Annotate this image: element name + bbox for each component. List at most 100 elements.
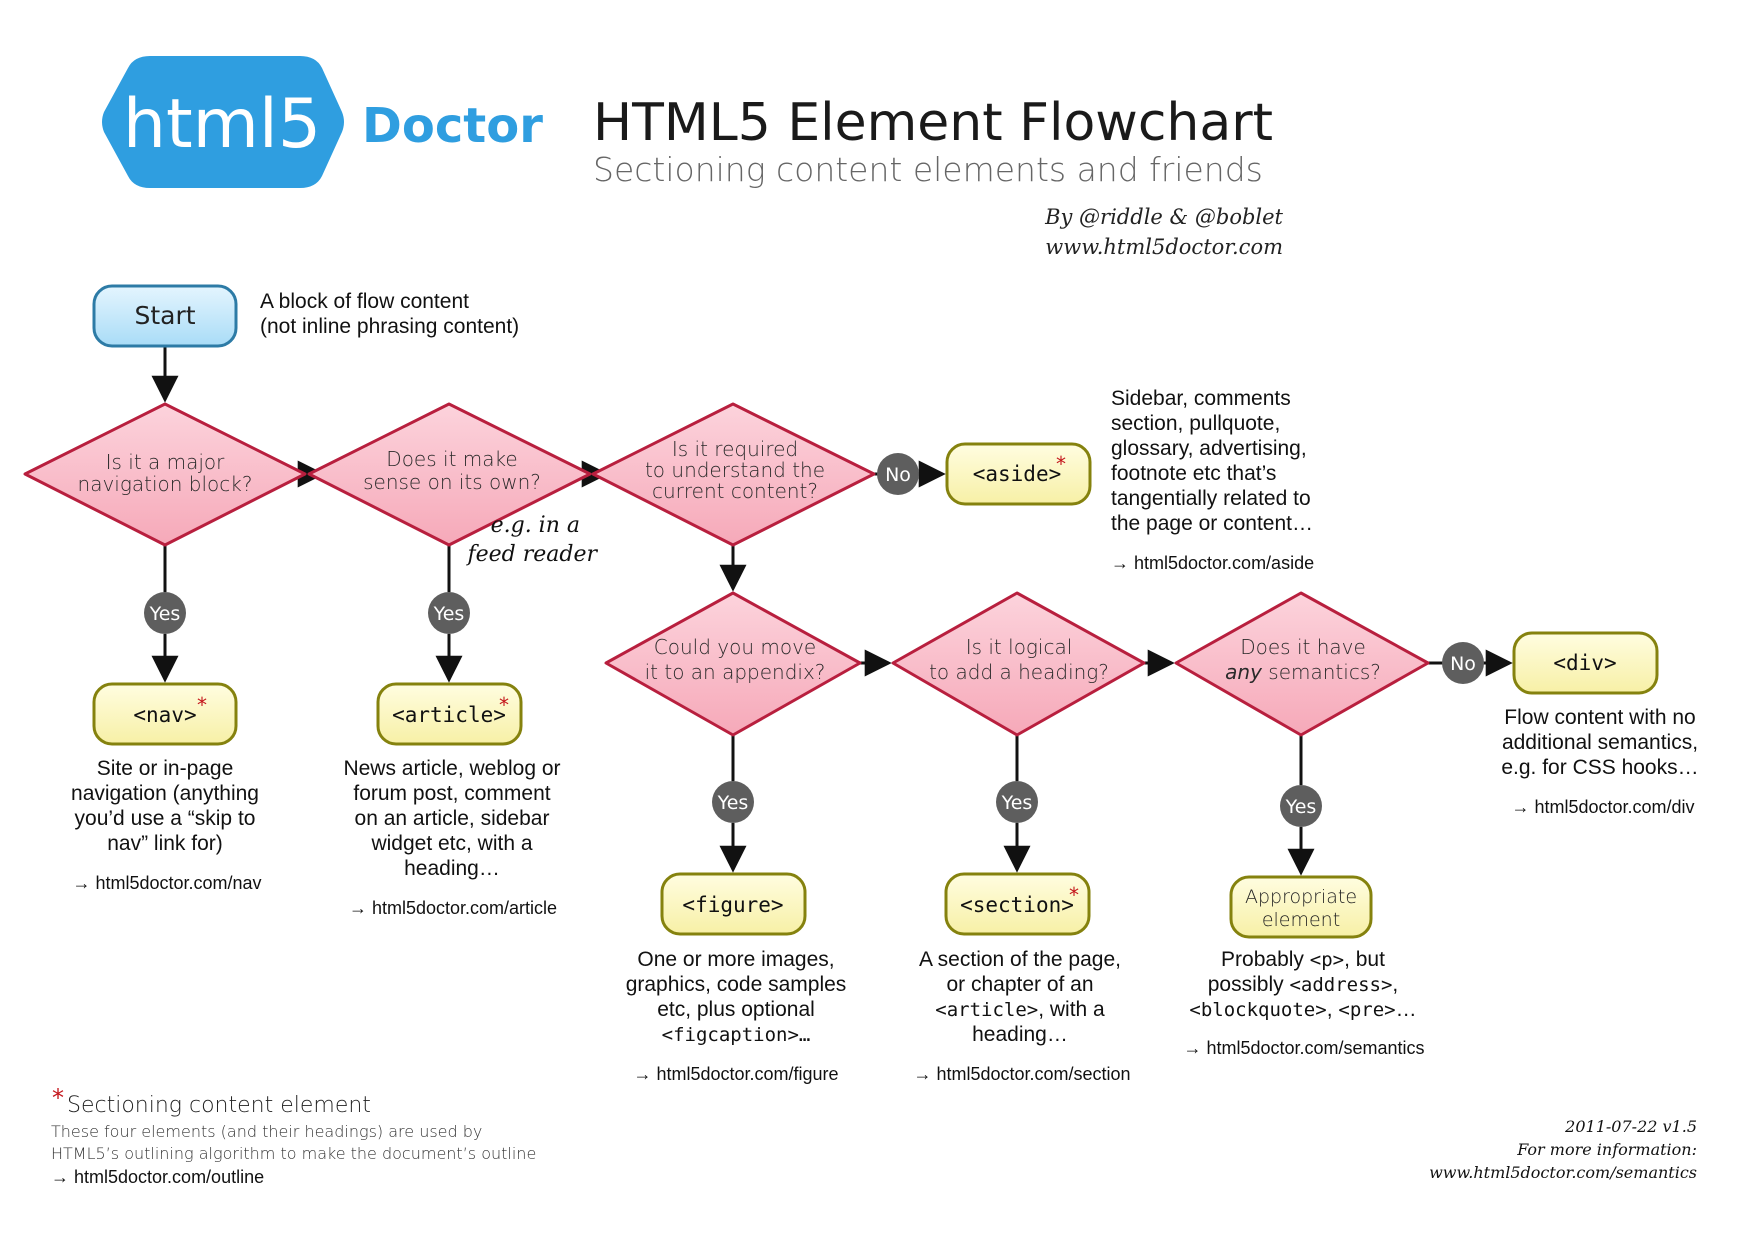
decision-aside-line1: Is it required [672,437,798,461]
appropriate-desc2-code: <address> [1289,974,1392,996]
logo-word: Doctor [362,98,543,154]
logo[interactable]: html5 Doctor [102,56,543,188]
aside-desc-line5: tangentially related to [1111,487,1311,510]
element-article[interactable]: <article> * [376,682,523,746]
start-node[interactable]: Start [92,284,238,348]
article-desc-line4: widget etc, with a [370,832,532,855]
article-description: News article, weblog or forum post, comm… [343,757,560,880]
badges: Yes Yes No Yes Yes Yes No [144,453,1484,827]
section-desc-line2: or chapter of an [946,973,1093,996]
logo-badge-shape [102,56,344,188]
yes-badge-nav: Yes [144,592,186,634]
no-badge-div-circle [1442,642,1484,684]
yes-badge-section-label: Yes [1001,792,1033,814]
decision-aside-line2: to understand the [645,458,825,482]
section-desc-line3: <article>, with a [935,998,1105,1021]
div-description: Flow content with no additional semantic… [1501,706,1698,779]
element-nav[interactable]: <nav> * [92,682,238,746]
section-desc-line4: heading… [972,1023,1068,1046]
aside-link[interactable]: → html5doctor.com/aside [1111,553,1314,573]
div-desc-line3: e.g. for CSS hooks… [1501,756,1698,779]
page-title: HTML5 Element Flowchart [593,93,1273,153]
element-section-box [944,872,1091,936]
byline: By @riddle & @boblet [1044,205,1283,229]
legend-line2: HTML5’s outlining algorithm to make the … [51,1144,536,1163]
yes-badge-article-circle [428,592,470,634]
appropriate-desc3-mid: , [1327,998,1339,1021]
article-desc-line1: News article, weblog or [343,757,560,780]
nav-link[interactable]: → html5doctor.com/nav [72,873,261,893]
footer-url[interactable]: www.html5doctor.com/semantics [1429,1163,1697,1182]
article-link[interactable]: → html5doctor.com/article [349,898,557,918]
article-desc-line2: forum post, comment [353,782,550,805]
footer-more: For more information: [1516,1140,1697,1159]
element-section-label: <section> [960,893,1074,917]
decision-figure-line1: Could you move [654,635,816,659]
legend-title: Sectioning content element [67,1093,371,1118]
decision-article: Does it make sense on its own? [307,402,592,547]
element-figure-box [660,872,807,936]
no-badge-aside-label: No [885,464,911,486]
footer: 2011-07-22 v1.5 For more information: [1516,1117,1697,1159]
element-figure[interactable]: <figure> [660,872,807,936]
element-aside[interactable]: <aside> * [945,442,1092,506]
byline-url[interactable]: www.html5doctor.com [1045,235,1283,259]
appropriate-desc-line2: possibly <address>, [1208,973,1399,996]
element-aside-box [945,442,1092,506]
appropriate-link[interactable]: → html5doctor.com/semantics [1183,1038,1424,1058]
aside-desc-line3: glossary, advertising, [1111,437,1307,460]
appropriate-desc3-post: … [1396,998,1417,1021]
start-box [92,284,238,348]
yes-badge-semantics-label: Yes [1285,796,1317,818]
aside-desc-line1: Sidebar, comments [1111,387,1291,410]
nav-desc-line1: Site or in-page [97,757,234,780]
legend: * Sectioning content element These four … [51,1084,536,1163]
decision-nav: Is it a major navigation block? [23,402,307,547]
decision-div-diamond [1174,591,1430,737]
article-desc-line5: heading… [404,857,500,880]
yes-badge-nav-circle [144,592,186,634]
page-subtitle: Sectioning content elements and friends [593,150,1263,189]
element-appropriate-box [1229,875,1373,939]
figure-desc-line2: graphics, code samples [626,973,847,996]
decision-article-diamond [307,402,592,547]
element-appropriate-line1: Appropriate [1245,886,1357,908]
aside-desc-line6: the page or content… [1111,512,1313,535]
figure-link[interactable]: → html5doctor.com/figure [633,1064,838,1084]
decision-figure-diamond [604,591,862,737]
div-link[interactable]: → html5doctor.com/div [1511,797,1694,817]
element-appropriate[interactable]: Appropriate element [1229,875,1373,939]
yes-badge-figure-label: Yes [717,792,749,814]
yes-badge-figure-circle [712,781,754,823]
legend-asterisk: * [52,1084,64,1112]
yes-badge-article: Yes [428,592,470,634]
element-nav-box [92,682,238,746]
yes-badge-semantics-circle [1280,785,1322,827]
element-aside-label: <aside> [973,462,1062,486]
element-div[interactable]: <div> [1512,631,1659,695]
appropriate-desc3-code2: <pre> [1338,999,1395,1021]
element-section-asterisk: * [1069,883,1079,907]
appropriate-desc-line1: Probably <p>, but [1221,948,1385,971]
no-badge-div-label: No [1450,653,1476,675]
connectors [151,346,1513,876]
decision-article-line2: sense on its own? [363,470,541,494]
figure-description: One or more images, graphics, code sampl… [626,948,847,1046]
div-desc-line1: Flow content with no [1504,706,1695,729]
nav-desc-line3: you’d use a “skip to [75,807,256,830]
nav-desc-line2: navigation (anything [71,782,259,805]
no-badge-div: No [1442,642,1484,684]
decision-section-line2: to add a heading? [929,660,1109,684]
nav-desc-line4: nav” link for) [107,832,223,855]
aside-desc-line2: section, pullquote, [1111,412,1280,435]
feed-note-line1: e.g. in a [491,513,580,538]
decision-aside-line3: current content? [652,479,818,503]
section-link[interactable]: → html5doctor.com/section [913,1064,1130,1084]
no-badge-aside: No [877,453,919,495]
start-label: Start [134,301,195,330]
legend-link[interactable]: → html5doctor.com/outline [51,1167,264,1187]
element-section[interactable]: <section> * [944,872,1091,936]
decision-section-diamond [891,591,1146,737]
decision-aside-diamond [591,402,876,547]
